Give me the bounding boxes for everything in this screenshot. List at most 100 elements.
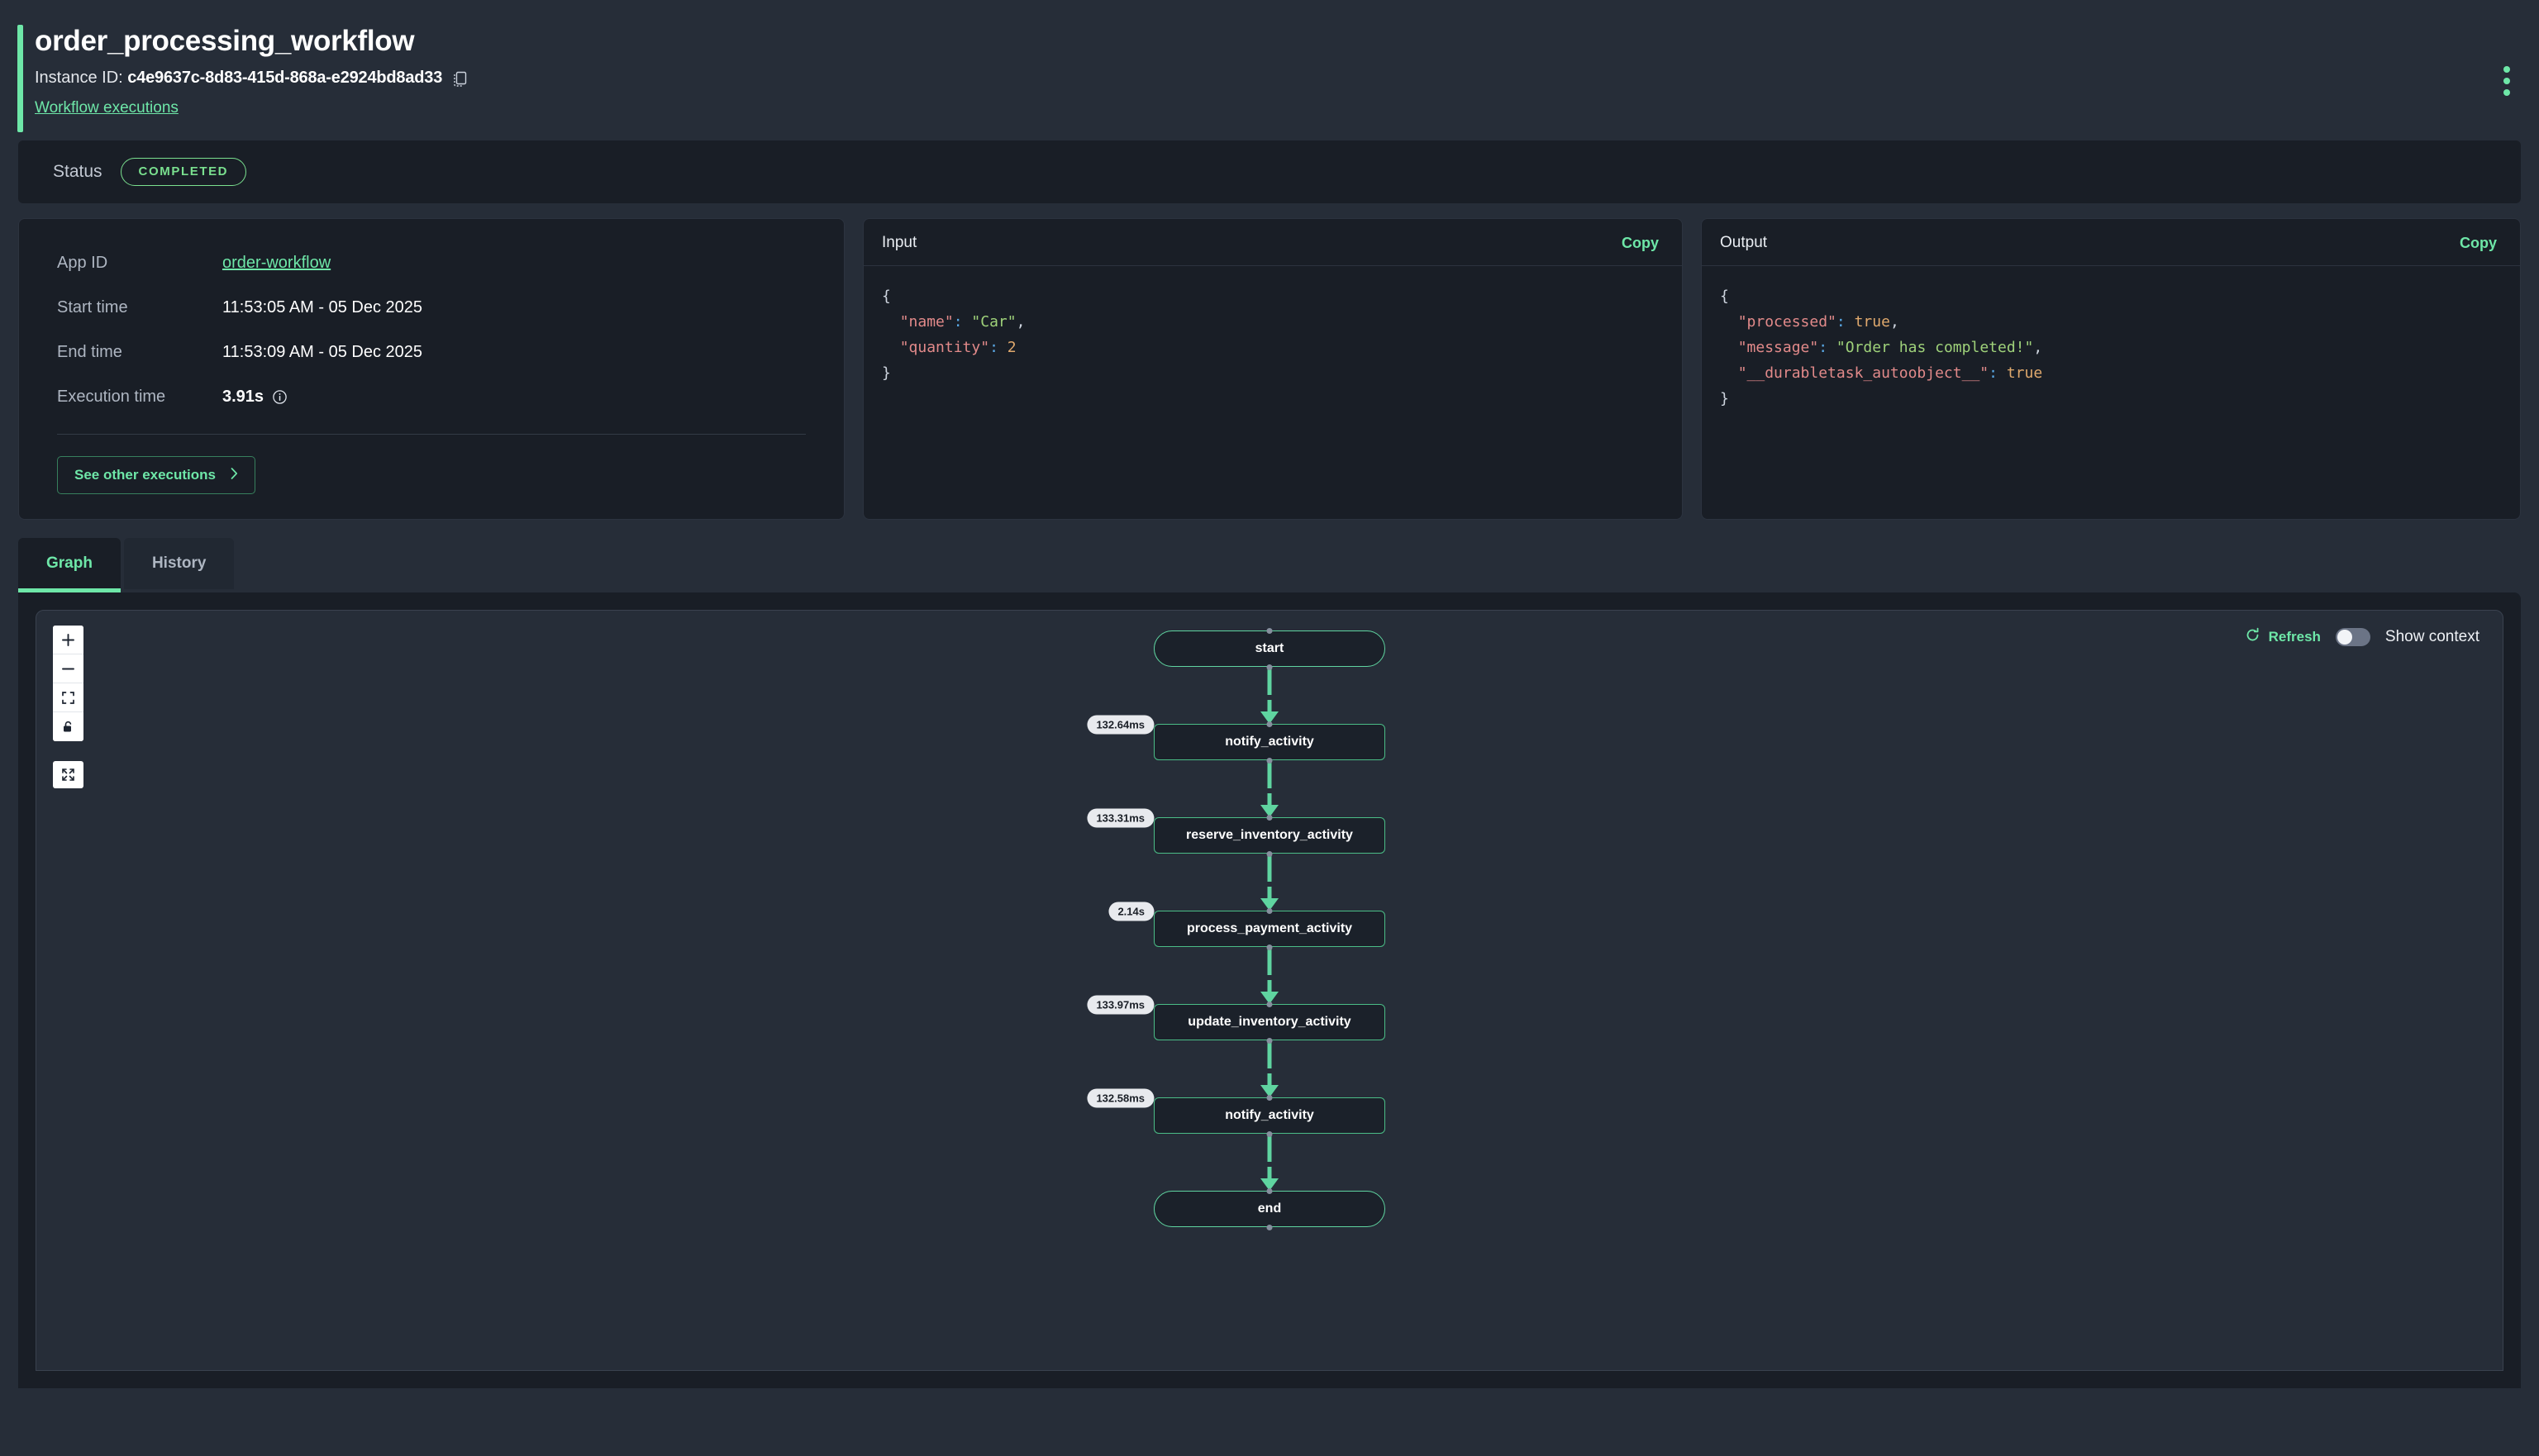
input-title: Input bbox=[882, 234, 917, 251]
flow-edge-arrow bbox=[1260, 1178, 1279, 1191]
flow-node-process-payment-activity[interactable]: process_payment_activity bbox=[1154, 911, 1385, 947]
flow-edge bbox=[1267, 947, 1272, 992]
page-header: order_processing_workflow Instance ID: c… bbox=[0, 0, 2539, 140]
flow-edge-arrow bbox=[1260, 898, 1279, 911]
flow-edge-arrow bbox=[1260, 805, 1279, 817]
tab-history[interactable]: History bbox=[123, 538, 235, 589]
json-line: "__durabletask_autoobject__": true bbox=[1737, 364, 2043, 382]
detail-row-end-time: End time 11:53:09 AM - 05 Dec 2025 bbox=[57, 330, 806, 374]
chevron-right-icon bbox=[231, 467, 238, 483]
node-handle-top bbox=[1266, 1002, 1273, 1007]
kebab-menu-icon[interactable] bbox=[2493, 64, 2521, 98]
flow-node-reserve-inventory-activity[interactable]: reserve_inventory_activity bbox=[1154, 817, 1385, 854]
copy-output-button[interactable]: Copy bbox=[2460, 234, 2497, 251]
flow-edge bbox=[1267, 1134, 1272, 1179]
end-time-value: 11:53:09 AM - 05 Dec 2025 bbox=[222, 342, 423, 361]
lock-icon[interactable] bbox=[53, 712, 83, 741]
output-card-header: Output Copy bbox=[1702, 219, 2520, 266]
header-accent-bar bbox=[17, 25, 23, 132]
zoom-in-icon[interactable] bbox=[53, 626, 83, 654]
graph-toolbar: Refresh Show context bbox=[2245, 627, 2479, 647]
node-duration-badge: 132.64ms bbox=[1087, 715, 1154, 735]
detail-key: Start time bbox=[57, 297, 128, 316]
detail-row-execution-time: Execution time 3.91s bbox=[57, 374, 806, 419]
zoom-out-icon[interactable] bbox=[53, 654, 83, 683]
detail-row-app-id: App ID order-workflow bbox=[57, 240, 806, 285]
details-divider bbox=[57, 434, 806, 435]
refresh-button[interactable]: Refresh bbox=[2245, 627, 2321, 647]
output-title: Output bbox=[1720, 234, 1768, 251]
refresh-label: Refresh bbox=[2268, 629, 2321, 645]
json-line: "name": "Car", bbox=[899, 312, 1026, 331]
refresh-icon bbox=[2245, 627, 2260, 647]
node-handle-top bbox=[1266, 721, 1273, 727]
toggle-knob bbox=[2337, 630, 2352, 645]
status-badge: COMPLETED bbox=[120, 158, 247, 186]
flow-edge bbox=[1267, 667, 1272, 712]
node-handle-top bbox=[1266, 1188, 1273, 1194]
flow-edge-arrow bbox=[1260, 1085, 1279, 1097]
execution-details-card: App ID order-workflow Start time 11:53:0… bbox=[18, 218, 845, 520]
flow-node-start[interactable]: start bbox=[1154, 630, 1385, 667]
node-handle-bottom bbox=[1266, 1225, 1273, 1230]
node-handle-bottom bbox=[1266, 944, 1273, 950]
flow-edge bbox=[1267, 1040, 1272, 1086]
json-line: "quantity": 2 bbox=[899, 338, 1017, 356]
detail-key: End time bbox=[57, 342, 122, 361]
app-id-link[interactable]: order-workflow bbox=[222, 253, 331, 272]
execution-time-value: 3.91s bbox=[222, 387, 264, 406]
instance-id-text: Instance ID: c4e9637c-8d83-415d-868a-e29… bbox=[35, 69, 442, 88]
json-line: } bbox=[1720, 389, 1729, 407]
json-line: } bbox=[882, 364, 891, 382]
show-context-label: Show context bbox=[2384, 628, 2479, 645]
input-card-header: Input Copy bbox=[864, 219, 1682, 266]
flow-node-notify-activity[interactable]: notify_activity bbox=[1154, 1097, 1385, 1134]
workflow-executions-link[interactable]: Workflow executions bbox=[35, 99, 179, 117]
info-icon[interactable] bbox=[272, 389, 288, 405]
status-label: Status bbox=[53, 162, 102, 181]
instance-id-value: c4e9637c-8d83-415d-868a-e2924bd8ad33 bbox=[127, 69, 443, 88]
see-other-executions-button[interactable]: See other executions bbox=[57, 456, 256, 494]
graph-panel: Refresh Show context start notify_activit… bbox=[18, 592, 2521, 1388]
summary-row: App ID order-workflow Start time 11:53:0… bbox=[18, 218, 2521, 520]
node-duration-badge: 133.97ms bbox=[1087, 995, 1154, 1015]
copy-instance-id-icon[interactable] bbox=[450, 69, 469, 88]
instance-id-row: Instance ID: c4e9637c-8d83-415d-868a-e29… bbox=[35, 69, 2539, 88]
json-line: "processed": true, bbox=[1737, 312, 1899, 331]
flow-edge bbox=[1267, 760, 1272, 806]
flow-node-notify-activity[interactable]: notify_activity bbox=[1154, 724, 1385, 760]
view-tabs: Graph History bbox=[18, 538, 2539, 592]
fit-view-icon[interactable] bbox=[53, 683, 83, 712]
node-handle-bottom bbox=[1266, 758, 1273, 764]
execution-time-wrap: 3.91s bbox=[222, 388, 288, 407]
fullscreen-icon[interactable] bbox=[53, 761, 83, 788]
flow-node-end[interactable]: end bbox=[1154, 1191, 1385, 1227]
flow-edge bbox=[1267, 854, 1272, 899]
node-handle-bottom bbox=[1266, 1131, 1273, 1137]
node-handle-top bbox=[1266, 908, 1273, 914]
input-json: { "name": "Car", "quantity": 2} bbox=[864, 266, 1682, 403]
json-line: { bbox=[882, 288, 891, 305]
node-handle-bottom bbox=[1266, 1038, 1273, 1044]
instance-id-label: Instance ID: bbox=[35, 69, 123, 88]
flow-edge-arrow bbox=[1260, 992, 1279, 1004]
detail-row-start-time: Start time 11:53:05 AM - 05 Dec 2025 bbox=[57, 285, 806, 330]
flow-edge-arrow bbox=[1260, 711, 1279, 724]
tab-graph[interactable]: Graph bbox=[18, 538, 121, 592]
node-handle-bottom bbox=[1266, 664, 1273, 670]
see-other-executions-label: See other executions bbox=[74, 467, 217, 483]
node-duration-badge: 132.58ms bbox=[1087, 1088, 1154, 1108]
show-context-toggle[interactable] bbox=[2335, 628, 2370, 646]
node-handle-bottom bbox=[1266, 851, 1273, 857]
start-time-value: 11:53:05 AM - 05 Dec 2025 bbox=[222, 297, 423, 316]
page-title: order_processing_workflow bbox=[35, 25, 415, 57]
node-handle-top bbox=[1266, 1095, 1273, 1101]
node-duration-badge: 133.31ms bbox=[1087, 808, 1154, 828]
copy-input-button[interactable]: Copy bbox=[1622, 234, 1659, 251]
graph-canvas[interactable]: Refresh Show context start notify_activit… bbox=[36, 610, 2503, 1371]
flow-node-update-inventory-activity[interactable]: update_inventory_activity bbox=[1154, 1004, 1385, 1040]
json-line: { bbox=[1720, 288, 1729, 305]
detail-key: Execution time bbox=[57, 387, 166, 406]
graph-zoom-controls bbox=[53, 626, 83, 741]
